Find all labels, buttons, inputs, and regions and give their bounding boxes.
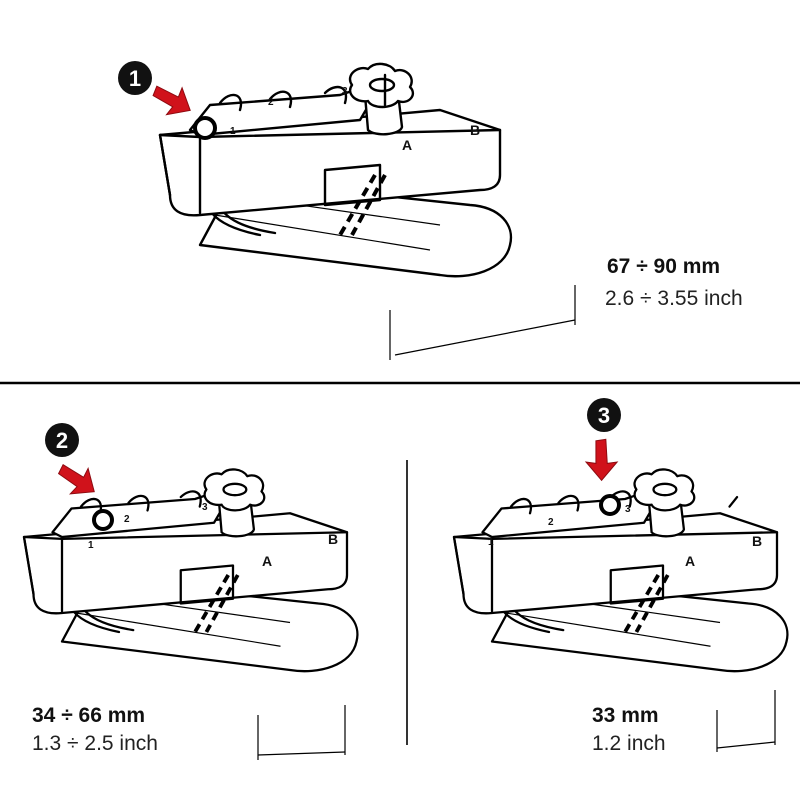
range-mm: 67 ÷ 90 mm (607, 255, 720, 278)
range-inch: 1.2 inch (592, 732, 666, 755)
slot-pin (193, 116, 217, 140)
range-inch: 1.3 ÷ 2.5 inch (32, 732, 158, 755)
slot-label-2: 2 (548, 517, 554, 528)
slot-label-3: 3 (202, 502, 208, 513)
step-number: 2 (56, 428, 68, 453)
range-mm: 33 mm (592, 704, 659, 727)
slot-label-2: 2 (268, 97, 274, 108)
step-badge (45, 423, 79, 457)
body-letter-b: B (328, 531, 338, 547)
slot-label-1: 1 (488, 537, 494, 548)
red-arrow-icon (578, 434, 625, 481)
panel-step-2: 1 2 3 A B 2 34 ÷ 66 mm 1.3 ÷ 2.5 inch (22, 423, 360, 760)
step-number: 3 (598, 403, 610, 428)
step-badge (118, 61, 152, 95)
body-letter-a: A (402, 137, 412, 153)
step-badge (587, 398, 621, 432)
clamp-illustration (22, 467, 360, 674)
slot-label-3: 3 (625, 504, 631, 515)
red-arrow-icon (56, 459, 95, 498)
slot-pin (92, 509, 114, 531)
slot-label-1: 1 (88, 540, 94, 551)
body-letter-a: A (262, 553, 272, 569)
panel-step-3: 1 2 3 A B 3 33 mm 1.2 inch (452, 398, 790, 755)
panel-step-1: 1 2 3 A B 1 67 ÷ 90 mm 2.6 ÷ 3.55 inch (118, 61, 743, 360)
range-inch: 2.6 ÷ 3.55 inch (605, 287, 743, 310)
slot-label-3: 3 (342, 86, 348, 97)
slot-label-1: 1 (230, 126, 236, 137)
clamp-illustration (452, 467, 790, 674)
range-mm: 34 ÷ 66 mm (32, 704, 145, 727)
body-letter-b: B (470, 122, 480, 138)
step-number: 1 (129, 66, 141, 91)
red-arrow-icon (150, 79, 191, 120)
clamp-illustration (158, 61, 513, 279)
body-letter-b: B (752, 533, 762, 549)
slot-pin (599, 494, 621, 516)
body-letter-a: A (685, 553, 695, 569)
slot-label-2: 2 (124, 514, 130, 525)
